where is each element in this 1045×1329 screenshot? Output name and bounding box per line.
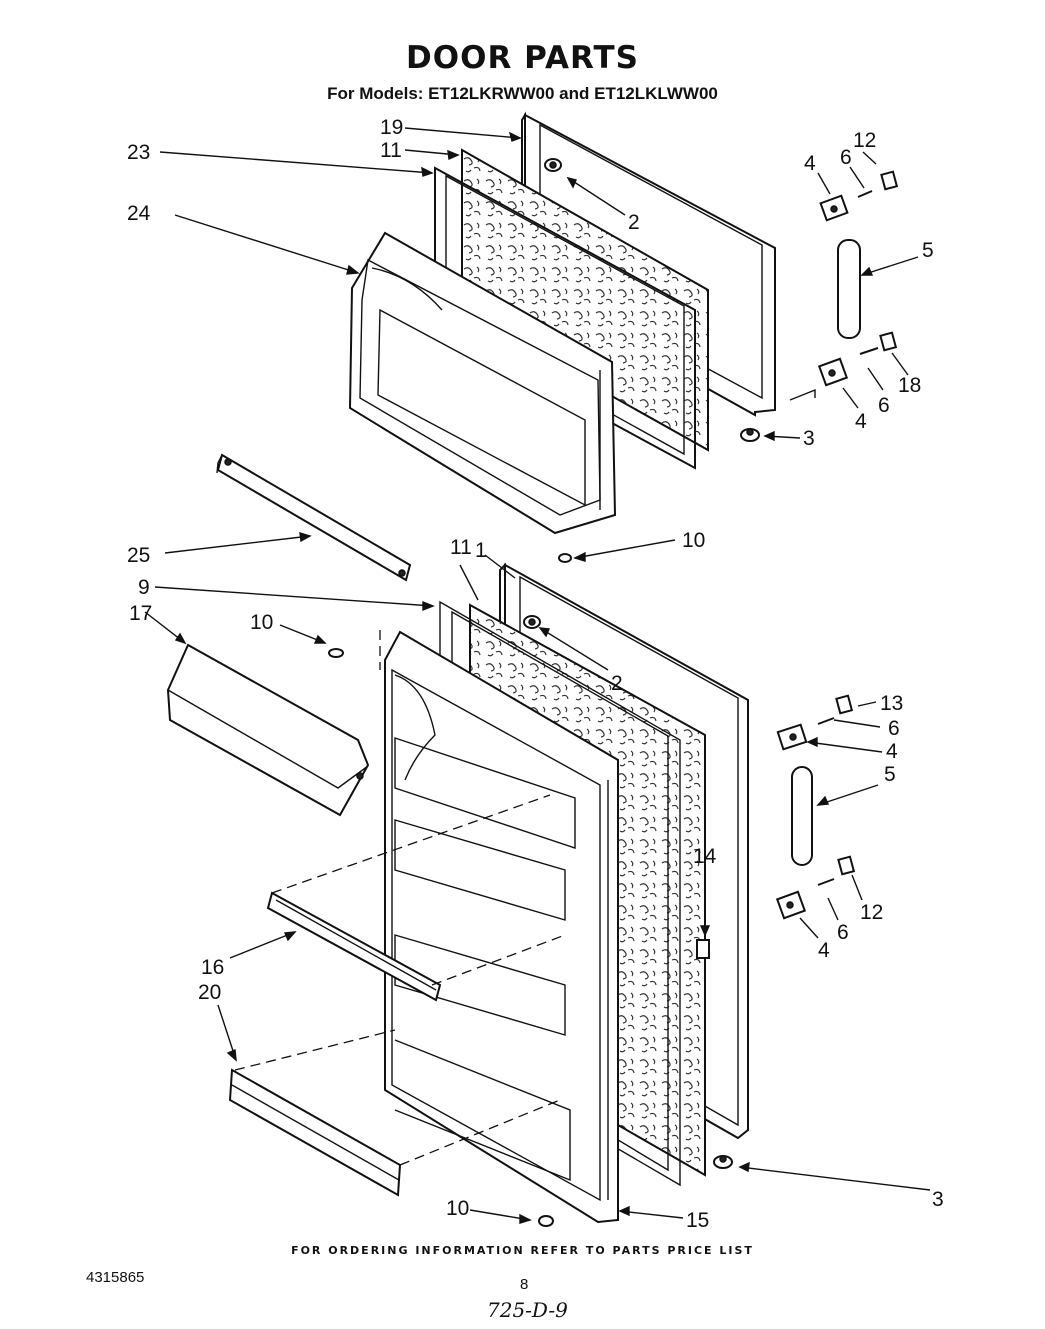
callout-15: 15 (686, 1209, 710, 1232)
freezer-top-hinge (819, 170, 899, 222)
callout-9: 9 (138, 576, 150, 599)
callout-10: 10 (446, 1197, 470, 1220)
handwritten-annotation: 725-D-9 (487, 1298, 568, 1322)
callout-1: 1 (475, 539, 487, 562)
door-shelf-bar (266, 891, 442, 1002)
page-title: DOOR PARTS (406, 40, 639, 76)
callout-14: 14 (693, 845, 717, 868)
door-lower-shelf-bar (228, 1068, 402, 1197)
ordering-note: FOR ORDERING INFORMATION REFER TO PARTS … (291, 1244, 754, 1257)
callout-25: 25 (127, 544, 151, 567)
callout-13: 13 (880, 692, 904, 715)
callout-2: 2 (611, 672, 623, 695)
freezer-insulation (461, 148, 709, 452)
callout-5: 5 (922, 239, 934, 262)
document-part-number: 4315865 (86, 1269, 145, 1286)
callout-4: 4 (855, 410, 867, 433)
freezer-liner (348, 231, 617, 535)
callout-18: 18 (898, 374, 922, 397)
callout-6: 6 (888, 717, 900, 740)
callout-17: 17 (129, 602, 153, 625)
fresh-food-hinge-pin (791, 766, 813, 866)
callout-5: 5 (884, 763, 896, 786)
callout-10: 10 (682, 529, 706, 552)
callout-4: 4 (818, 939, 830, 962)
freezer-door-plug (544, 158, 562, 172)
fresh-food-door-plug (523, 615, 541, 629)
callout-16: 16 (201, 956, 225, 979)
callout-6: 6 (840, 146, 852, 169)
callout-24: 24 (127, 202, 151, 225)
callout-20: 20 (198, 981, 222, 1004)
models-subtitle: For Models: ET12LKRWW00 and ET12LKLWW00 (327, 84, 718, 103)
freezer-shelf-bar (216, 453, 412, 582)
alignment-dashed-lines (234, 630, 566, 1166)
fresh-food-liner (384, 630, 619, 1224)
callout-3: 3 (932, 1188, 944, 1211)
freezer-hinge-pin (837, 239, 861, 339)
callout-3: 3 (803, 427, 815, 450)
callout-12: 12 (853, 129, 877, 152)
leader-lines (144, 127, 931, 1224)
page-number: 8 (520, 1276, 529, 1293)
callout-10: 10 (250, 611, 274, 634)
freezer-screw (558, 553, 572, 563)
dairy-compartment-door (166, 643, 370, 817)
door-clip (696, 939, 710, 959)
callout-23: 23 (127, 141, 151, 164)
callout-4: 4 (804, 152, 816, 175)
callout-11: 11 (380, 139, 402, 162)
callout-2: 2 (628, 211, 640, 234)
liner-screw (538, 1215, 554, 1227)
callout-6: 6 (837, 921, 849, 944)
freezer-bottom-hinge (789, 331, 898, 401)
fresh-food-top-hinge (776, 694, 854, 751)
callout-4: 4 (886, 740, 898, 763)
callout-19: 19 (380, 116, 404, 139)
freezer-leveling-foot (740, 428, 760, 442)
dairy-screw (328, 648, 344, 658)
callout-6: 6 (878, 394, 890, 417)
callout-12: 12 (860, 901, 884, 924)
fresh-food-leveling-foot (713, 1155, 733, 1169)
fresh-food-bottom-hinge (775, 855, 856, 920)
callout-11: 11 (450, 536, 472, 559)
